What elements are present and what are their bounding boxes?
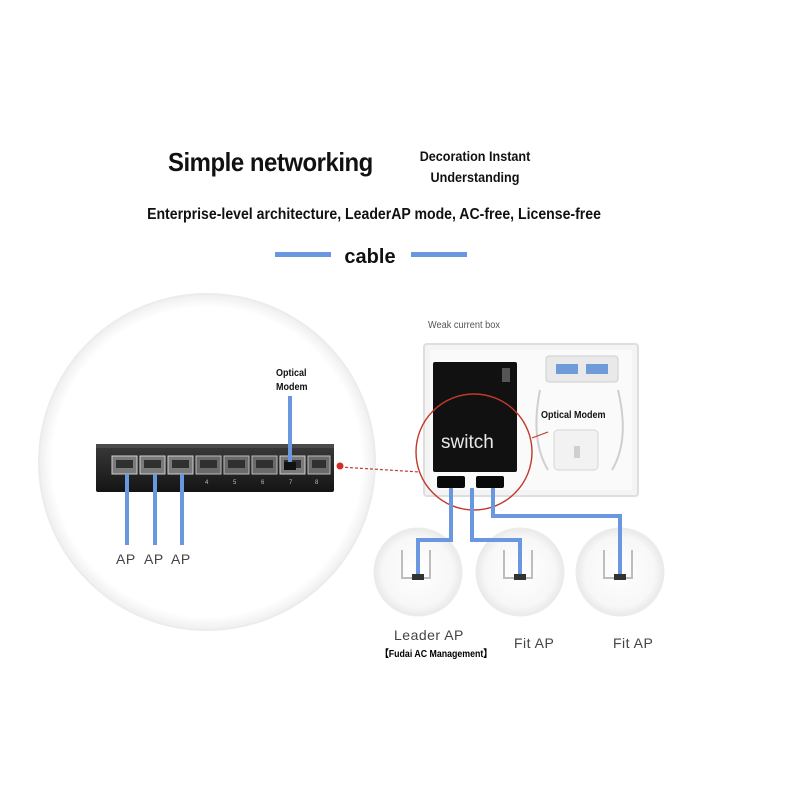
ap-label-1: AP <box>116 551 136 567</box>
decoration-line-1: Decoration Instant <box>419 148 531 164</box>
ap-cables-right <box>416 488 622 578</box>
decoration-line-2: Understanding <box>430 169 520 185</box>
decoration-caption: Decoration Instant Understanding <box>408 146 543 188</box>
port-number-8: 8 <box>315 480 319 486</box>
switch-ports <box>111 455 331 475</box>
page-title: Simple networking <box>168 147 373 177</box>
port-number-4: 4 <box>205 480 209 486</box>
ap-label-3: AP <box>171 551 191 567</box>
leader-ap-label: Leader AP <box>394 627 464 643</box>
switch-label: switch <box>441 432 494 453</box>
ap-cables-left <box>125 474 184 545</box>
cable-legend-label: cable <box>344 246 396 268</box>
port-number-7: 7 <box>289 480 293 486</box>
box-switch <box>433 362 517 472</box>
highlight-dot <box>336 462 344 470</box>
port-number-6: 6 <box>261 480 265 486</box>
leader-ap-subtitle: 【Fudai AC Management】 <box>380 649 493 660</box>
optical-modem-device <box>535 355 624 471</box>
zoom-link-line <box>339 466 421 473</box>
cable-legend-line-right <box>411 252 467 257</box>
page-subtitle: Enterprise-level architecture, LeaderAP … <box>147 206 601 223</box>
cable-legend-line-left <box>275 252 331 257</box>
left-optical-modem-line-2: Modem <box>276 382 308 393</box>
weak-current-box-caption: Weak current box <box>428 320 500 331</box>
right-optical-modem-label: Optical Modem <box>541 410 606 421</box>
fit-ap-label-1: Fit AP <box>514 635 555 651</box>
left-optical-modem-label: Optical Modem <box>276 367 308 395</box>
port-number-5: 5 <box>233 480 237 486</box>
fit-ap-label-2: Fit AP <box>613 635 654 651</box>
left-optical-modem-line-1: Optical <box>276 368 307 379</box>
ap-label-2: AP <box>144 551 164 567</box>
